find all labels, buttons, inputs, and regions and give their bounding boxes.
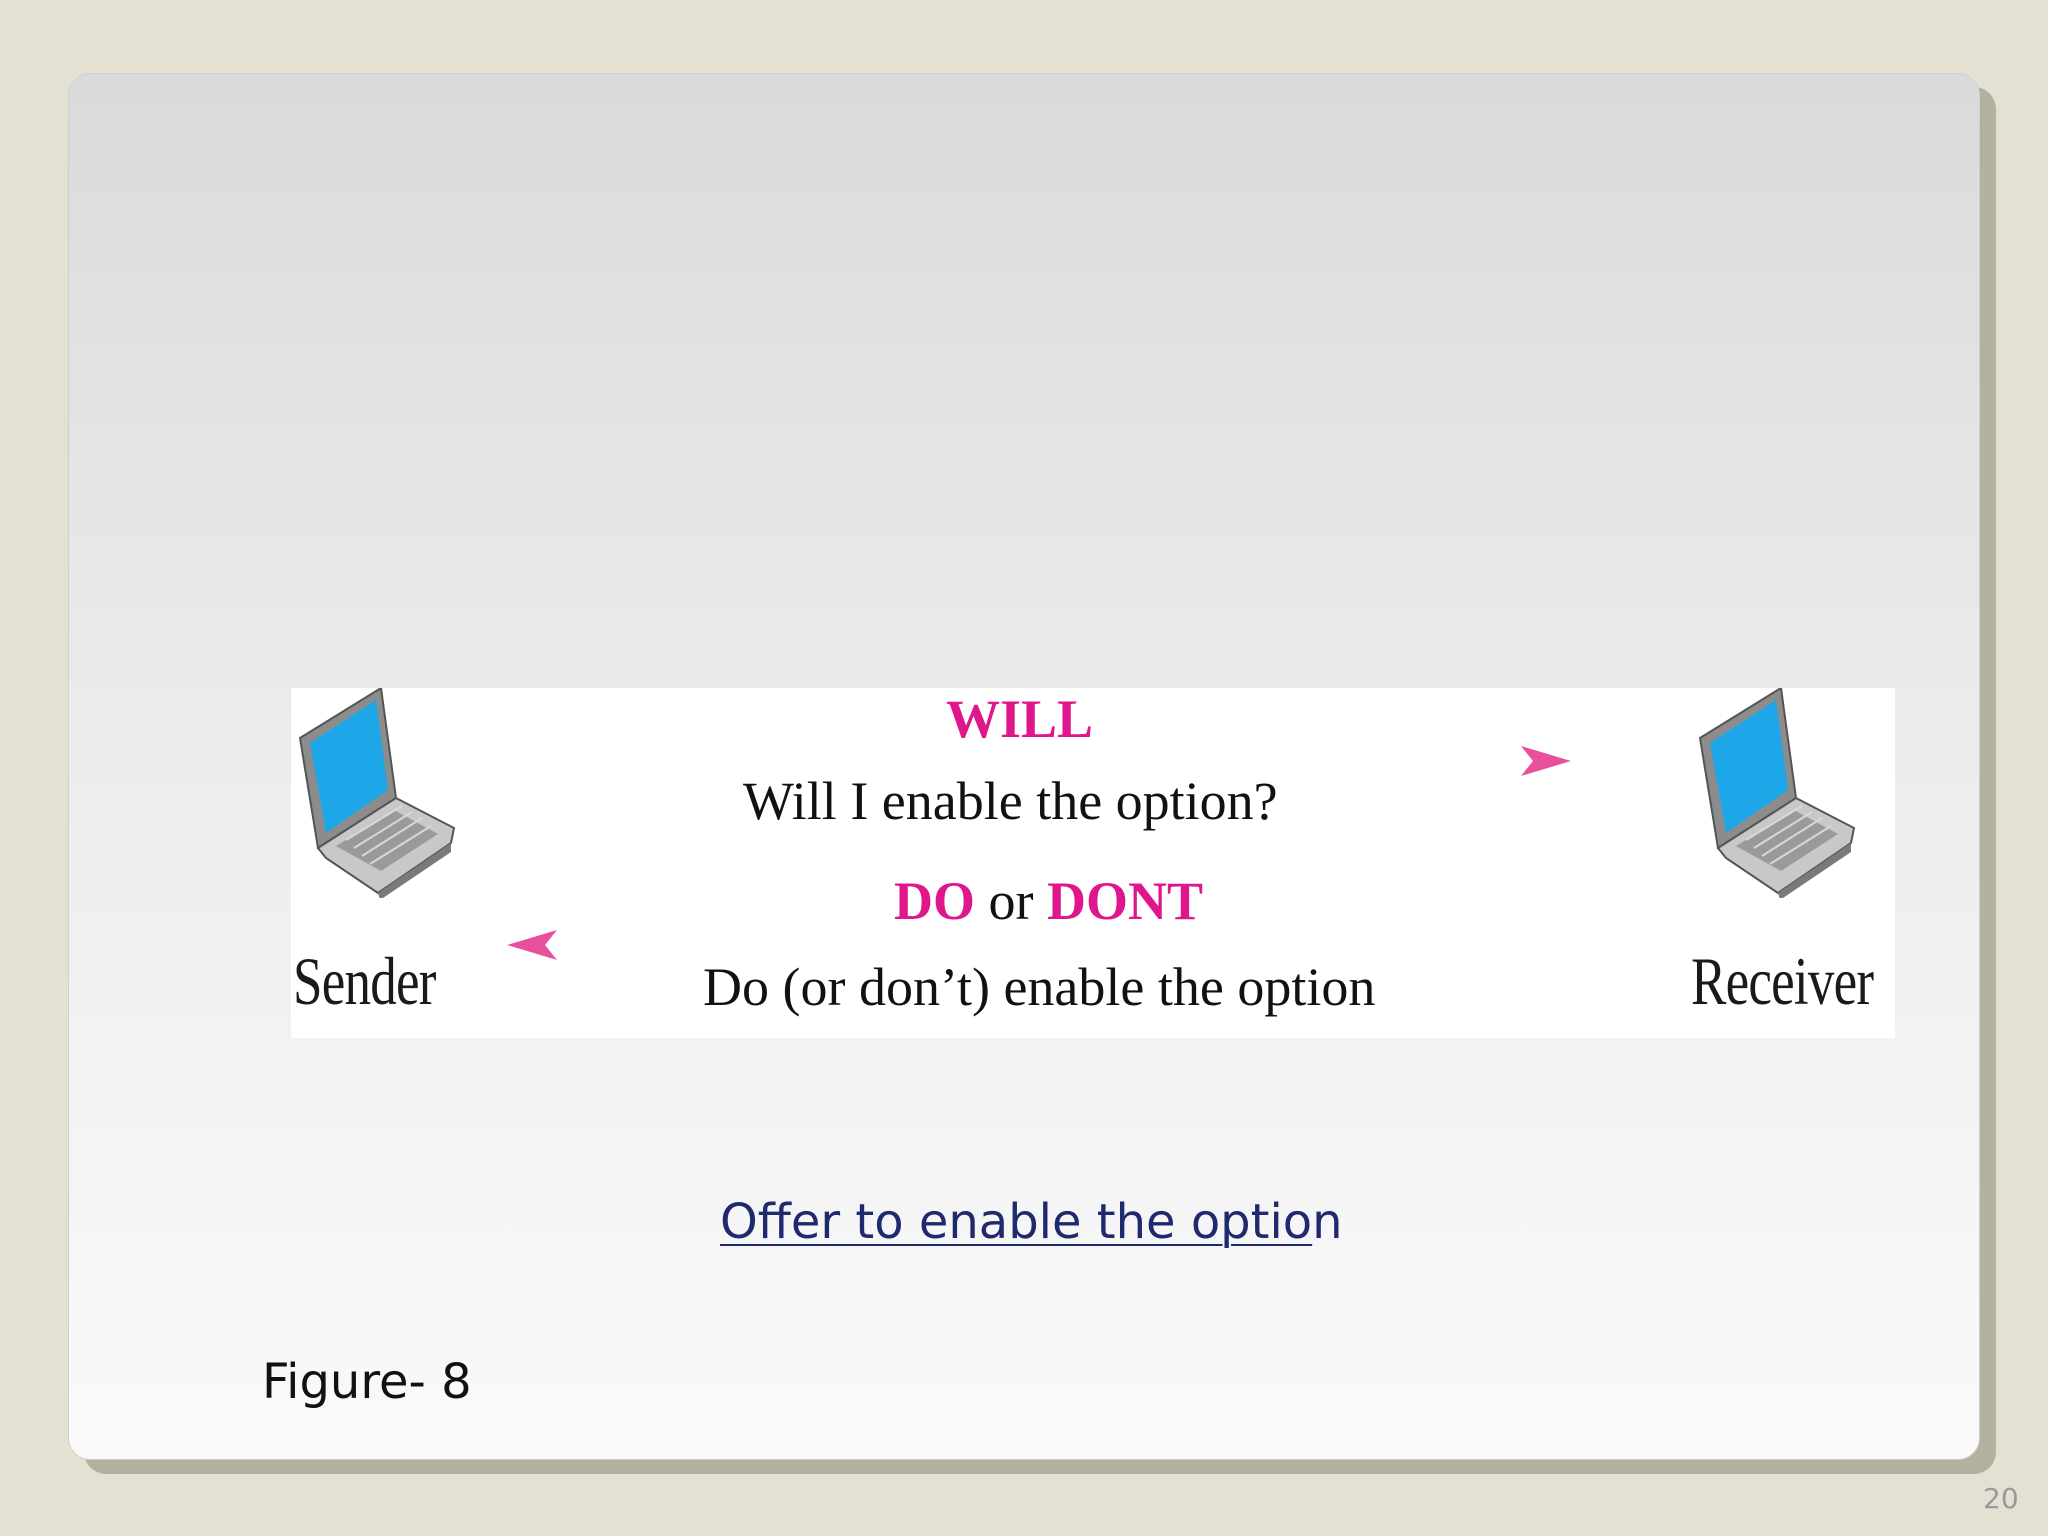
laptop-icon [1698,688,1856,898]
do-command: DO [894,871,975,931]
offer-link-trailing: n [1312,1194,1343,1250]
offer-link-line: Offer to enable the option [720,1194,1343,1250]
arrowhead-left-icon [507,930,557,960]
do-message: Do (or don’t) enable the option [703,957,1376,1017]
receiver-label: Receiver [1691,943,1874,1019]
arrowhead-right-icon [1521,746,1571,776]
sender-label: Sender [293,943,436,1019]
page-number: 20 [1983,1482,2019,1515]
do-dont-command: DO or DONT [894,870,1203,932]
will-message: Will I enable the option? [743,771,1278,831]
laptop-icon [298,688,456,898]
figure-caption: Figure- 8 [262,1354,472,1410]
offer-link[interactable]: Offer to enable the optio [720,1194,1313,1250]
dont-command: DONT [1046,871,1203,931]
will-command: WILL [946,689,1094,749]
or-word: or [975,871,1047,931]
telnet-option-figure: Sender Receiver WILL Will I enable the o… [291,688,1895,1038]
slide: Sender Receiver WILL Will I enable the o… [68,73,2019,1515]
